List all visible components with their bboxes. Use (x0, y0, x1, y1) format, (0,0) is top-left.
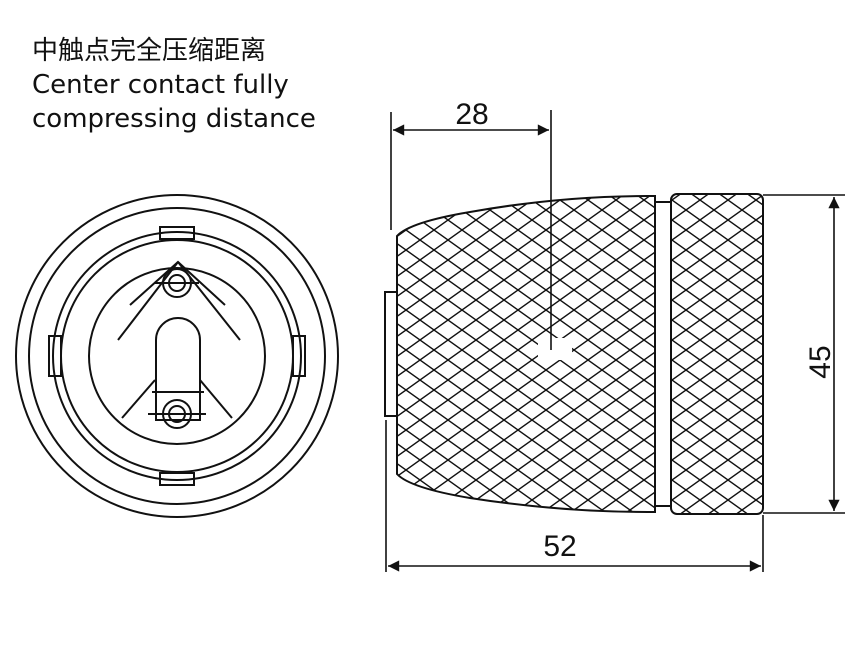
annotation-text: 中触点完全压缩距离 Center contact fully compressi… (32, 34, 316, 136)
front-spring-lower-right (199, 379, 233, 419)
side-centre-mark (538, 338, 572, 360)
front-key-top (159, 226, 195, 240)
front-outer-ring (15, 194, 339, 518)
front-centre-slot (155, 317, 201, 421)
front-view (15, 194, 339, 518)
side-front-lip (384, 291, 398, 417)
front-key-left (48, 335, 62, 377)
dim-45-label: 45 (804, 345, 837, 378)
front-key-bottom (159, 472, 195, 486)
front-ring-2 (28, 207, 326, 505)
side-collar (654, 201, 672, 507)
front-spring-left-arm (117, 261, 179, 341)
dimension-lines (385, 110, 845, 572)
front-spring-lower-left (121, 379, 156, 419)
dim-52-label: 52 (543, 530, 576, 563)
side-knurled-cap (670, 193, 764, 515)
annotation-line-english-1: Center contact fully (32, 70, 289, 100)
dim-28-label: 28 (455, 98, 488, 131)
side-view (384, 193, 764, 515)
front-inner-ring (88, 267, 266, 445)
side-knurled-body (396, 195, 656, 513)
annotation-line-chinese: 中触点完全压缩距离 (32, 36, 267, 66)
front-ring-3 (52, 231, 302, 481)
annotation-line-english-2: compressing distance (32, 104, 316, 134)
front-key-right (292, 335, 306, 377)
